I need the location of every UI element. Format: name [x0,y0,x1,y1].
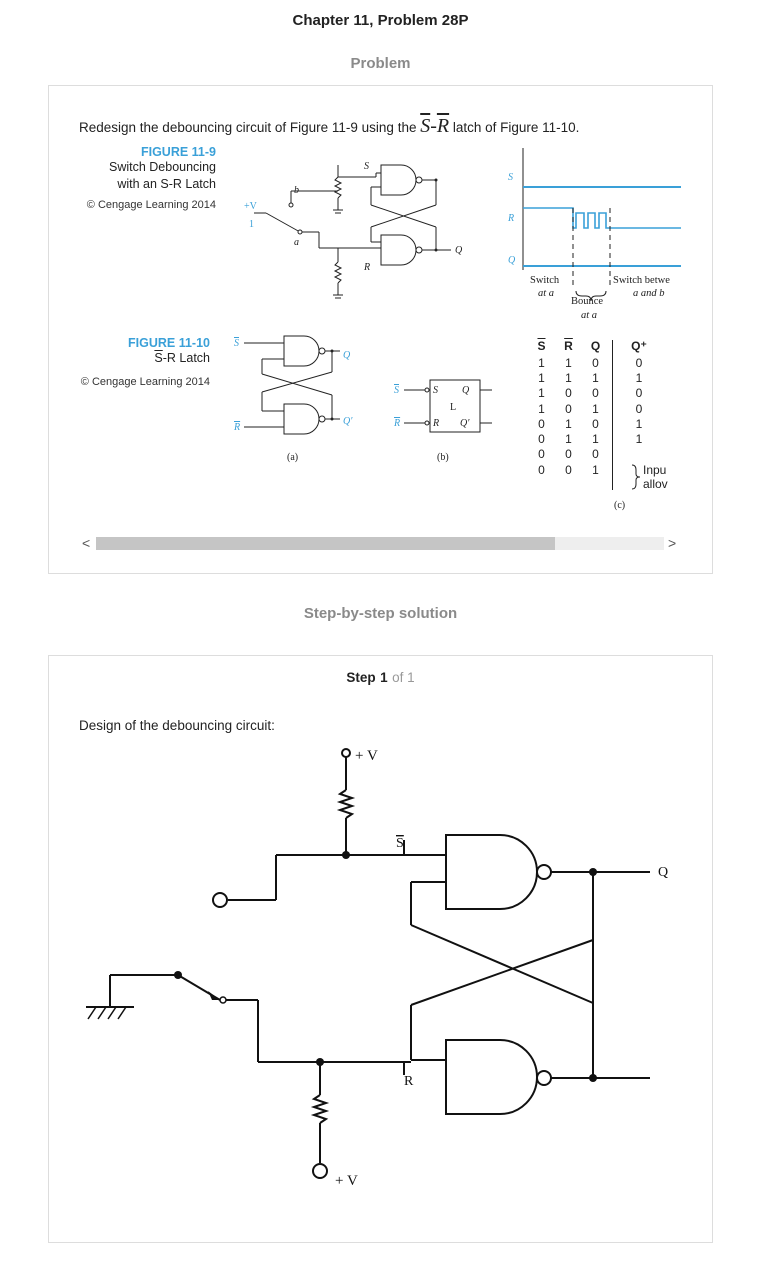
figure-11-10-caption: FIGURE 11-10 S-R Latch © Cengage Learnin… [80,336,210,388]
table-note: Inpu allov [643,463,668,491]
svg-text:R: R [432,418,439,429]
fig9-q-label: Q [455,245,463,256]
step-indicator: Step 1 of 1 [346,670,415,685]
svg-text:Switch: Switch [530,275,560,286]
svg-text:L: L [450,402,456,413]
svg-text:at a: at a [538,288,554,299]
figure-11-9-circuit: S R Q b a +V 1 [244,161,463,299]
figure-number: FIGURE 11-9 [140,145,216,159]
solution-card [48,655,713,1243]
table-divider [612,340,613,490]
svg-text:a: a [294,237,299,248]
svg-text:1: 1 [249,219,254,230]
svg-text:+V: +V [244,201,258,212]
debounce-circuit-diagram: + V + V S R Q [86,748,668,1189]
svg-text:(b): (b) [437,452,449,463]
figure-11-10a-circuit: S R Q Q′ (a) [233,335,353,463]
fig9-s-label: S [364,161,369,172]
svg-text:Bounce: Bounce [571,296,603,307]
scroll-left-button[interactable]: < [82,535,91,551]
figure-11-9-caption: FIGURE 11-9 Switch Debouncing with an S-… [79,145,216,211]
svg-text:S: S [394,385,399,396]
figure-number: FIGURE 11-10 [128,336,210,350]
svg-text:a and b: a and b [633,288,665,299]
svg-text:R: R [393,418,400,429]
q-output-label: Q [658,865,668,880]
vcc-bottom-label: + V [335,1173,358,1189]
r-bar-label: R [404,1074,414,1089]
figure-11-10b-latch: S R S R Q Q′ L (b) [393,379,492,463]
svg-text:Q: Q [462,385,470,396]
scrollbar-thumb[interactable] [96,537,555,550]
problem-text: Redesign the debouncing circuit of Figur… [79,115,580,137]
solution-heading: Step-by-step solution [303,605,458,622]
svg-text:S: S [508,172,513,183]
svg-text:Switch betwe: Switch betwe [613,275,670,286]
figure-11-9-timing: S R Q Switch at a Bounce at a Switch bet… [507,148,681,321]
svg-text:S: S [234,338,239,349]
svg-text:Q′: Q′ [343,416,353,427]
svg-text:R: R [507,213,514,224]
svg-text:at a: at a [581,310,597,321]
s-bar-label: S [396,836,404,851]
table-brace [631,464,641,490]
problem-heading: Problem [350,55,411,72]
fig9-r-label: R [363,262,370,273]
svg-text:S: S [433,385,438,396]
vcc-top-label: + V [355,748,378,764]
svg-text:R: R [233,422,240,433]
svg-text:Q: Q [343,350,351,361]
svg-text:Q: Q [508,255,516,266]
scroll-right-button[interactable]: > [668,535,677,551]
svg-text:b: b [294,185,299,196]
chapter-title: Chapter 11, Problem 28P [292,12,469,29]
svg-text:Q′: Q′ [460,418,470,429]
fig-sub-c: (c) [614,500,626,511]
svg-text:(a): (a) [287,452,298,463]
step-text: Design of the debouncing circuit: [79,718,275,733]
